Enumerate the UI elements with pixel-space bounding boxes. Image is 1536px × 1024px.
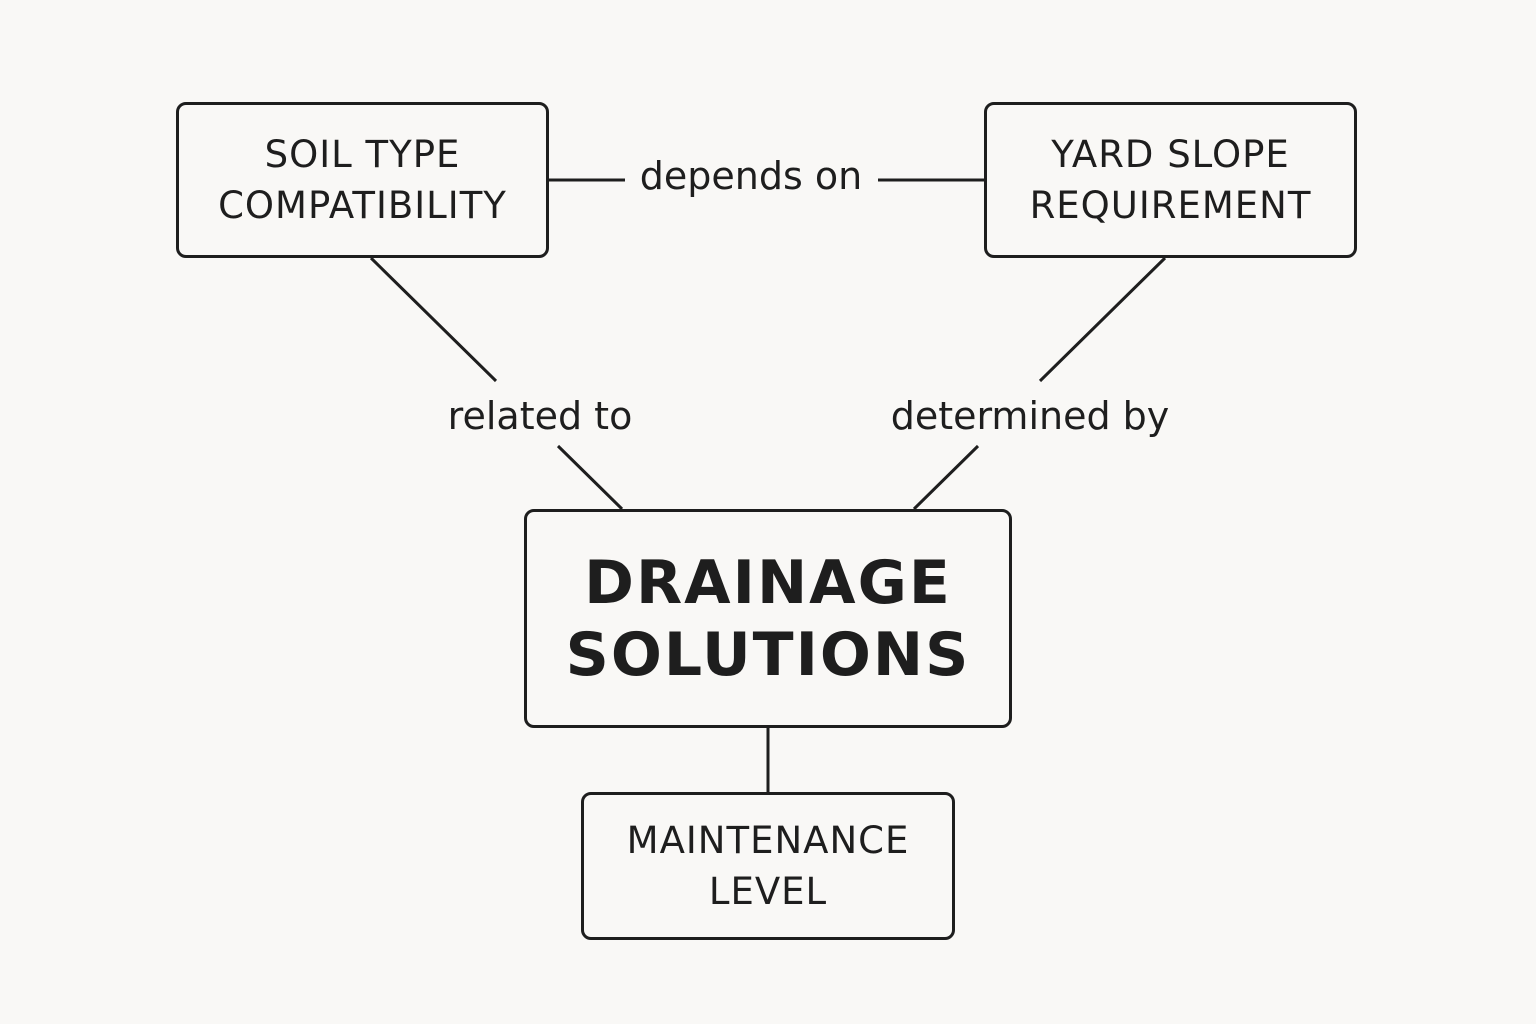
soil-node-line-2: COMPATIBILITY xyxy=(218,184,507,227)
maintenance-node-line-2: LEVEL xyxy=(708,870,828,913)
soil-node-line-1: SOIL TYPE xyxy=(264,133,461,176)
connector-related-label-to-drainage xyxy=(556,444,624,511)
related-to-label: related to xyxy=(447,394,633,438)
slope-node-line-1: YARD SLOPE xyxy=(1051,133,1290,176)
connector-determined-label-to-drainage xyxy=(912,444,980,511)
determined-by-label: determined by xyxy=(890,394,1170,438)
maintenance-level-node: MAINTENANCE LEVEL xyxy=(581,792,955,940)
drainage-node-line-2: SOLUTIONS xyxy=(565,619,971,690)
connector-soil-to-related-label xyxy=(369,256,498,383)
maintenance-node-line-1: MAINTENANCE xyxy=(626,819,910,862)
depends-on-label: depends on xyxy=(639,154,863,198)
yard-slope-requirement-node: YARD SLOPE REQUIREMENT xyxy=(984,102,1357,258)
drainage-solutions-node: DRAINAGE SOLUTIONS xyxy=(524,509,1012,728)
connector-slope-to-determined-label xyxy=(1038,256,1167,383)
slope-node-line-2: REQUIREMENT xyxy=(1029,184,1312,227)
soil-type-compatibility-node: SOIL TYPE COMPATIBILITY xyxy=(176,102,549,258)
drainage-node-line-1: DRAINAGE xyxy=(584,547,952,618)
